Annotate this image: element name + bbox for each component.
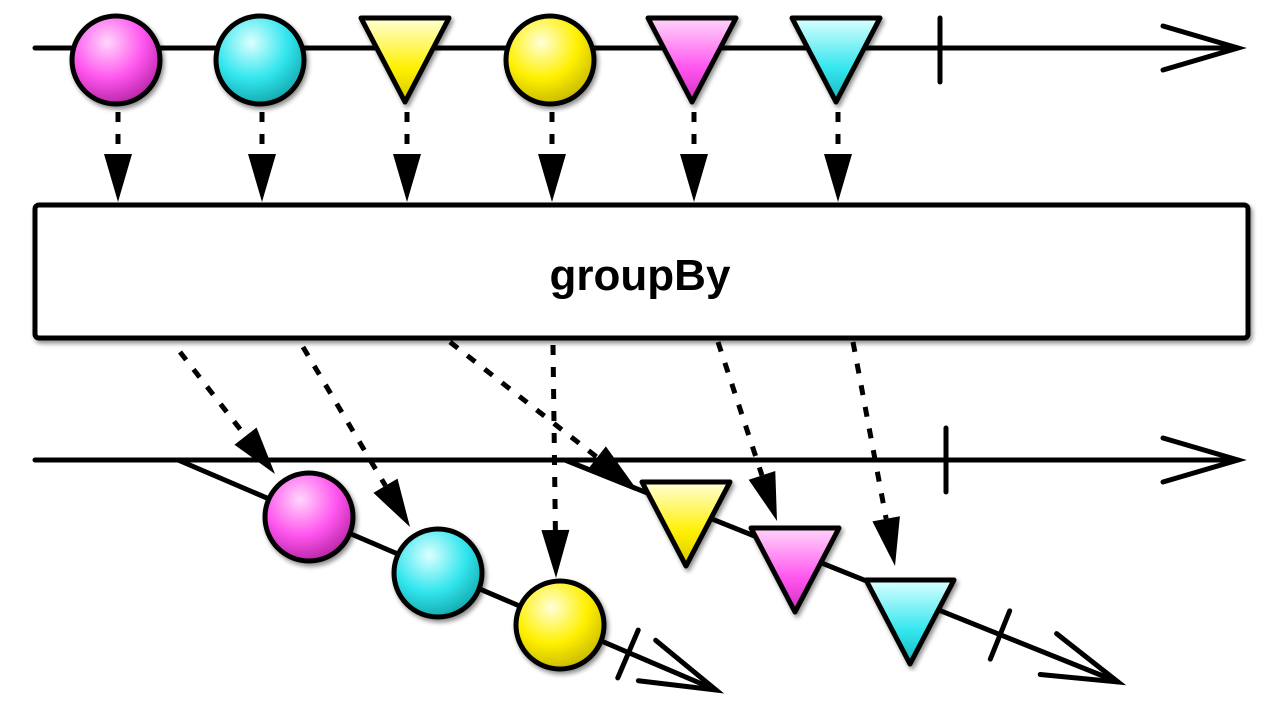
output-arrow-3-shaft [550, 344, 558, 531]
output-arrow-6-head [872, 516, 900, 566]
source-magenta-circle-marble [69, 13, 163, 107]
group-2-magenta-triangle-marble [748, 525, 842, 615]
input-arrow-1-head [104, 154, 132, 202]
operator-box: groupBy [32, 202, 1251, 341]
output-arrow-1-head [234, 427, 275, 474]
group-2-cyan-triangle-marble [863, 577, 957, 667]
operator-box-rect [32, 202, 1251, 341]
group-1-arrowhead [635, 637, 725, 694]
group-1-magenta-circle-marble [262, 470, 356, 564]
source-yellow-circle-marble [503, 13, 597, 107]
output-arrow-3-head [541, 529, 570, 578]
source-axis-arrowhead [1160, 23, 1247, 73]
output-arrow-4-head [588, 446, 635, 487]
output-arrow-2-shaft [300, 345, 388, 488]
group-1-cyan-circle-marble [391, 526, 485, 620]
output-arrow-6-shaft [850, 341, 889, 520]
output-arrow-2-head [373, 478, 410, 527]
group-1-completion-mark [615, 627, 641, 681]
output-arrows [178, 340, 900, 578]
source-cyan-circle-marble [213, 13, 307, 107]
operator-label: groupBy [550, 251, 731, 300]
group-2-arrowhead [1037, 631, 1127, 686]
group-2-yellow-triangle-marble [639, 479, 733, 569]
input-arrow-5-head [680, 154, 708, 202]
output-arrow-4-shaft [448, 340, 599, 460]
output-timeline [32, 425, 1247, 495]
input-arrow-6-head [824, 154, 852, 202]
source-magenta-triangle-marble [645, 15, 739, 105]
output-arrow-1-shaft [178, 350, 248, 438]
input-arrow-2-head [248, 154, 276, 202]
source-marbles [69, 13, 883, 107]
group-marbles [262, 470, 957, 672]
output-arrow-5-shaft [715, 341, 765, 477]
group-2-completion-mark [987, 608, 1013, 662]
source-cyan-triangle-marble [789, 15, 883, 105]
source-yellow-triangle-marble [358, 15, 452, 105]
group-1-yellow-circle-marble [513, 578, 607, 672]
output-axis-arrowhead [1160, 435, 1247, 485]
input-arrow-3-head [393, 154, 421, 202]
output-arrow-5-head [748, 471, 777, 521]
input-arrows [104, 112, 852, 202]
input-arrow-4-head [538, 154, 566, 202]
